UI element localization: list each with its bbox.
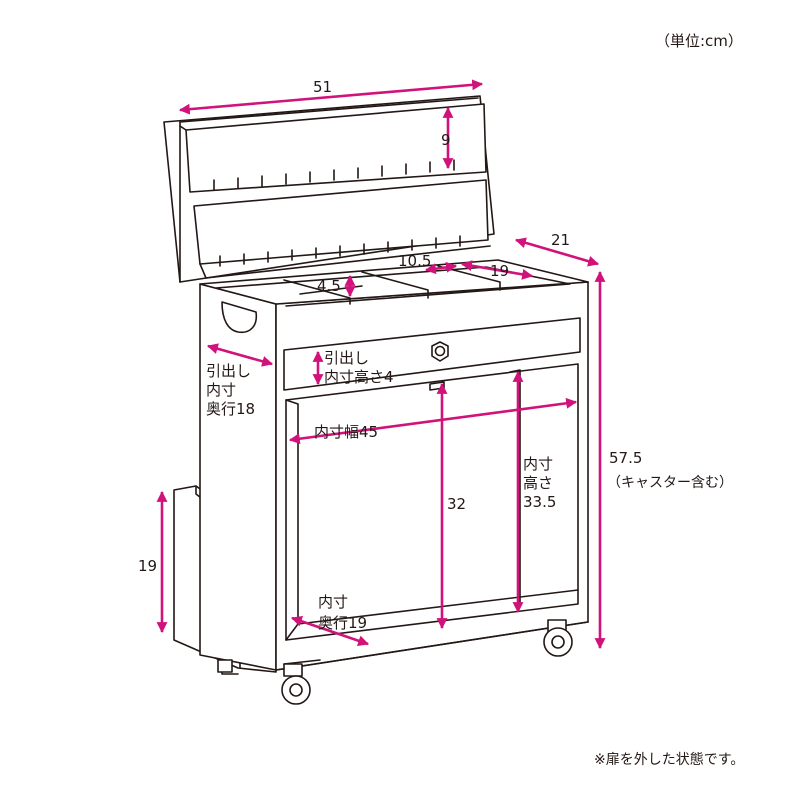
- labels: （単位:cm） 51 9 21 10.5 19 4.5 引出し 内寸 奥行18 …: [138, 32, 744, 768]
- label-inner-height-1: 内寸: [523, 455, 553, 473]
- label-inner-depth-2: 奥行19: [318, 614, 367, 632]
- tray-divider-2: [361, 271, 429, 299]
- caster-back-left: [217, 659, 233, 673]
- label-tray-width: 19: [490, 262, 509, 280]
- lid-lower-pocket: [193, 179, 489, 265]
- label-drawer-depth-3: 奥行18: [206, 400, 255, 418]
- pen-slots-lower: [219, 235, 461, 267]
- dim-arrow-divider-width: [424, 261, 458, 275]
- dim-arrow-drawer-depth: [206, 343, 274, 367]
- label-inner-height-3: 33.5: [523, 493, 556, 511]
- unit-note: （単位:cm）: [655, 32, 743, 50]
- tray-divider-1: [283, 279, 351, 305]
- tray-divider-3: [437, 265, 501, 291]
- label-inner-width: 内寸幅45: [314, 423, 378, 441]
- label-drawer-depth-2: 内寸: [206, 381, 236, 399]
- label-drawer-height-1: 引出し: [324, 349, 369, 367]
- label-inner-height-2: 高さ: [523, 474, 553, 492]
- label-drawer-depth-1: 引出し: [206, 362, 251, 380]
- pen-slots-upper: [213, 159, 455, 191]
- label-drawer-height-2: 内寸高さ4: [324, 368, 394, 386]
- dim-arrow-overall-width: [178, 79, 484, 115]
- left-side-panel: [199, 283, 277, 671]
- label-shelf-height: 32: [447, 495, 466, 513]
- label-inner-depth-1: 内寸: [318, 593, 348, 611]
- dim-arrow-inner-depth: [290, 616, 370, 646]
- caster-front-left: [281, 663, 311, 705]
- dimension-arrows: [156, 79, 606, 650]
- footnote: ※扉を外した状態です。: [594, 752, 744, 768]
- label-overall-height-2: （キャスター含む）: [607, 475, 733, 491]
- label-divider-width: 10.5: [398, 252, 431, 270]
- label-side-pocket: 19: [138, 557, 157, 575]
- dim-arrow-tray-width: [460, 260, 534, 280]
- label-top-compartment: 9: [441, 131, 451, 149]
- label-overall-width: 51: [313, 78, 332, 96]
- label-tray-height: 4.5: [317, 277, 341, 295]
- drawer-knob: [431, 341, 449, 362]
- side-handle-hole: [221, 301, 258, 334]
- dim-arrow-overall-depth: [514, 237, 600, 267]
- label-overall-depth: 21: [551, 231, 570, 249]
- caster-front-right: [543, 619, 573, 657]
- label-overall-height-1: 57.5: [609, 449, 642, 467]
- dim-arrow-inner-width: [288, 397, 578, 445]
